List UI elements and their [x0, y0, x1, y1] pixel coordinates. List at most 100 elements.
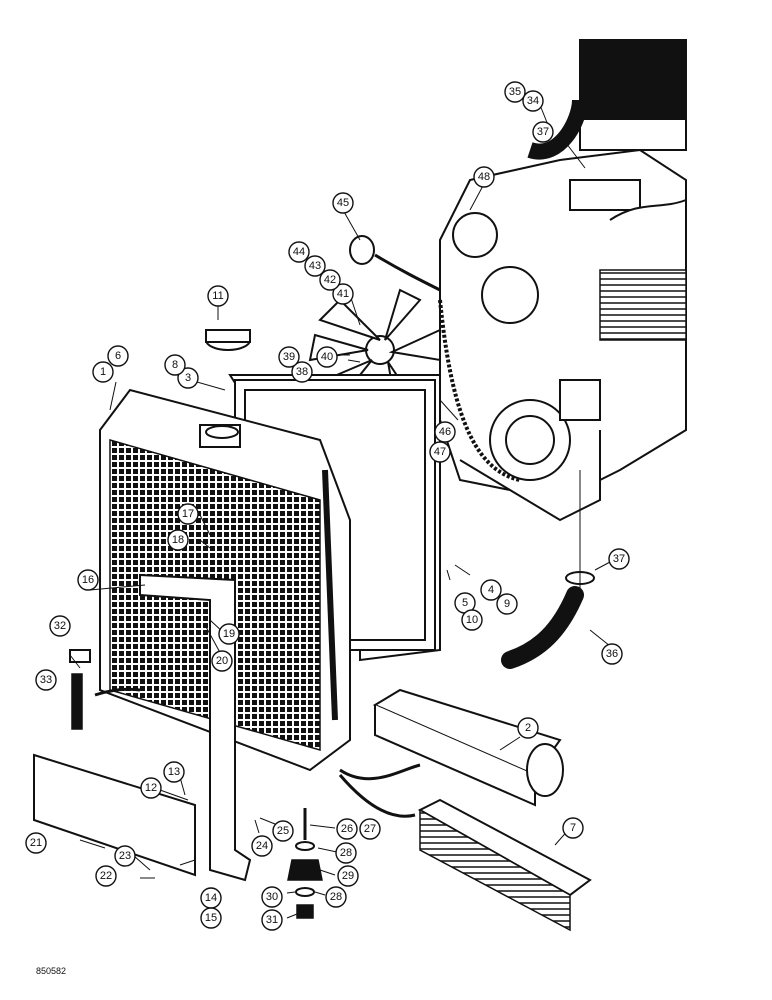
svg-text:22: 22 — [100, 870, 112, 882]
svg-text:42: 42 — [324, 274, 336, 286]
callout-32: 32 — [49, 615, 71, 637]
svg-text:28: 28 — [330, 891, 342, 903]
svg-text:45: 45 — [337, 197, 349, 209]
callout-28-lower: 28 — [325, 886, 347, 908]
svg-text:13: 13 — [168, 766, 180, 778]
upper-hose — [527, 99, 588, 160]
callout-44: 44 — [288, 241, 310, 263]
callout-9: 9 — [496, 593, 518, 615]
callout-29: 29 — [337, 865, 359, 887]
callout-16: 16 — [77, 569, 99, 591]
callout-45: 45 — [332, 192, 354, 214]
callout-17: 17 — [177, 503, 199, 525]
svg-text:35: 35 — [509, 86, 521, 98]
svg-text:11: 11 — [212, 290, 223, 302]
fan-spacer — [349, 235, 441, 292]
svg-text:8: 8 — [172, 359, 178, 371]
callout-48: 48 — [473, 166, 495, 188]
callout-15: 15 — [200, 907, 222, 929]
callout-19: 19 — [218, 623, 240, 645]
callout-43: 43 — [304, 255, 326, 277]
svg-text:4: 4 — [488, 584, 494, 596]
callout-20: 20 — [211, 650, 233, 672]
callout-25: 25 — [272, 820, 294, 842]
callout-34: 34 — [522, 90, 544, 112]
callout-33: 33 — [35, 669, 57, 691]
oil-cooler — [339, 688, 564, 807]
callout-10: 10 — [461, 609, 483, 631]
callout-8: 8 — [164, 354, 186, 376]
svg-text:9: 9 — [504, 598, 510, 610]
svg-text:37: 37 — [613, 553, 625, 565]
callout-6: 6 — [107, 345, 129, 367]
svg-text:36: 36 — [606, 648, 618, 660]
svg-text:15: 15 — [205, 912, 217, 924]
callout-38: 38 — [291, 361, 313, 383]
svg-text:44: 44 — [293, 246, 305, 258]
callout-26: 26 — [336, 818, 358, 840]
callout-36: 36 — [601, 643, 623, 665]
svg-text:47: 47 — [434, 446, 446, 458]
callout-14: 14 — [200, 887, 222, 909]
drain-cock — [69, 649, 141, 730]
drawing-id: 850582 — [36, 966, 67, 976]
svg-text:28: 28 — [340, 847, 352, 859]
svg-text:23: 23 — [119, 850, 131, 862]
svg-text:18: 18 — [172, 534, 184, 546]
svg-text:26: 26 — [341, 823, 353, 835]
lower-hose — [501, 571, 595, 669]
callout-12: 12 — [140, 777, 162, 799]
callout-39: 39 — [278, 346, 300, 368]
callout-4: 4 — [480, 579, 502, 601]
svg-text:27: 27 — [364, 823, 376, 835]
callout-7: 7 — [562, 817, 584, 839]
callout-1: 1 — [92, 361, 114, 383]
svg-text:14: 14 — [205, 892, 217, 904]
svg-text:38: 38 — [296, 366, 308, 378]
callout-30: 30 — [261, 886, 283, 908]
transmission-cooler — [338, 774, 592, 932]
callout-41: 41 — [332, 283, 354, 305]
callout-40: 40 — [316, 346, 338, 368]
callout-42: 42 — [319, 269, 341, 291]
svg-text:16: 16 — [82, 574, 94, 586]
svg-text:37: 37 — [537, 126, 549, 138]
svg-text:29: 29 — [342, 870, 354, 882]
svg-text:41: 41 — [337, 288, 349, 300]
callout-21: 21 — [25, 832, 47, 854]
callout-37-upper: 37 — [532, 121, 554, 143]
callout-11: 11 — [207, 285, 229, 307]
callout-47: 47 — [429, 441, 451, 463]
svg-text:10: 10 — [466, 614, 478, 626]
callout-28-upper: 28 — [335, 842, 357, 864]
svg-text:12: 12 — [145, 782, 157, 794]
svg-text:3: 3 — [185, 372, 191, 384]
callout-37-lower: 37 — [608, 548, 630, 570]
svg-text:40: 40 — [321, 351, 333, 363]
svg-text:43: 43 — [309, 260, 321, 272]
svg-text:46: 46 — [439, 426, 451, 438]
svg-text:21: 21 — [30, 837, 42, 849]
svg-text:31: 31 — [266, 914, 278, 926]
svg-text:2: 2 — [525, 722, 531, 734]
callouts: 1 2 3 4 5 6 7 8 9 10 11 12 13 14 15 16 1… — [25, 81, 630, 931]
svg-text:17: 17 — [182, 508, 194, 520]
svg-text:32: 32 — [54, 620, 66, 632]
callout-35: 35 — [504, 81, 526, 103]
callout-24: 24 — [251, 835, 273, 857]
callout-27: 27 — [359, 818, 381, 840]
callout-23: 23 — [114, 845, 136, 867]
radiator-cap — [205, 329, 251, 351]
callout-18: 18 — [167, 529, 189, 551]
callout-31: 31 — [261, 909, 283, 931]
svg-text:48: 48 — [478, 171, 490, 183]
svg-text:20: 20 — [216, 655, 228, 667]
callout-46: 46 — [434, 421, 456, 443]
svg-text:30: 30 — [266, 891, 278, 903]
svg-text:33: 33 — [40, 674, 52, 686]
callout-13: 13 — [163, 761, 185, 783]
callout-22: 22 — [95, 865, 117, 887]
svg-text:39: 39 — [283, 351, 295, 363]
engine-assembly — [438, 39, 687, 522]
